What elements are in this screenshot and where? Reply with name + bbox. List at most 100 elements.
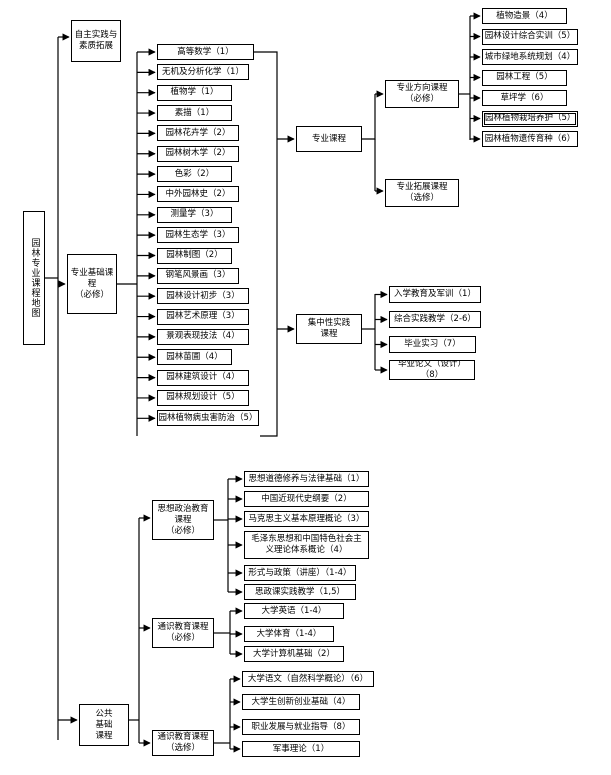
public-box: 公共 基础 课程 bbox=[79, 704, 129, 746]
practice-course-3-label: 毕业实习（7） bbox=[404, 339, 461, 349]
direction-course-2: 园林设计综合实训（5） bbox=[482, 28, 578, 45]
extension-box: 专业拓展课程 （选修） bbox=[385, 179, 459, 207]
direction-course-5-label: 草坪学（6） bbox=[500, 92, 549, 103]
basic-course-10-label: 园林生态学（3） bbox=[165, 229, 231, 240]
basic-course-18: 园林规划设计（5） bbox=[157, 389, 249, 406]
direction-course-1: 植物造景（4） bbox=[482, 8, 567, 24]
basic-course-5: 园林花卉学（2） bbox=[157, 125, 239, 142]
basic-course-19: 园林植物病虫害防治（5） bbox=[157, 410, 259, 427]
general-req-box-label: 通识教育课程 （必修） bbox=[157, 622, 209, 643]
basic-course-16: 园林苗圃（4） bbox=[157, 349, 232, 366]
basic-course-9-label: 测量学（3） bbox=[170, 209, 219, 220]
general-req-course-1: 大学英语（1-4） bbox=[244, 603, 344, 619]
ideology-course-4-label: 毛泽东思想和中国特色社会主 义理论体系概论（4） bbox=[251, 534, 362, 555]
general-opt-course-3-label: 职业发展与就业指导（8） bbox=[251, 721, 351, 732]
practice-box-label: 集中性实践 课程 bbox=[307, 318, 351, 339]
ideology-course-3: 马克思主义基本原理概论（3） bbox=[244, 511, 369, 527]
direction-course-5: 草坪学（6） bbox=[482, 90, 567, 106]
direction-course-3: 城市绿地系统规划（4） bbox=[482, 49, 578, 65]
general-opt-box: 通识教育课程 （选修） bbox=[152, 730, 214, 756]
connector-line bbox=[254, 51, 278, 437]
basic-course-1-label: 高等数学（1） bbox=[177, 46, 234, 57]
basic-course-1: 高等数学（1） bbox=[157, 44, 254, 60]
basic-course-12: 钢笔风景画（3） bbox=[157, 267, 239, 284]
root-box-label: 园林专业课程地图 bbox=[29, 238, 40, 318]
basic-course-3: 植物学（1） bbox=[157, 84, 232, 101]
basic-course-6: 园林树木学（2） bbox=[157, 145, 239, 162]
basic-course-4: 素描（1） bbox=[157, 105, 232, 122]
direction-course-1-label: 植物造景（4） bbox=[496, 10, 553, 21]
practice-course-1-label: 入学教育及军训（1） bbox=[394, 289, 476, 299]
practice-course-4: 毕业论文（设计） （8） bbox=[389, 360, 475, 380]
ideology-course-2: 中国近现代史纲要（2） bbox=[244, 491, 369, 507]
direction-course-6: 园林植物栽培养护（5） bbox=[482, 110, 578, 127]
ideology-course-6-label: 思政课实践教学（1,5） bbox=[254, 586, 346, 597]
practice-box: 集中性实践 课程 bbox=[296, 314, 362, 344]
ideology-course-2-label: 中国近现代史纲要（2） bbox=[261, 493, 352, 504]
direction-course-6-label: 园林植物栽培养护（5） bbox=[485, 113, 576, 124]
direction-box-label: 专业方向课程 （必修） bbox=[396, 83, 448, 104]
basic-course-2-label: 无机及分析化学（1） bbox=[162, 66, 244, 77]
major-box: 专业课程 bbox=[296, 126, 362, 152]
general-opt-course-4-label: 军事理论（1） bbox=[272, 743, 330, 754]
ideology-course-5-label: 形式与政策（讲座）（1-4） bbox=[248, 567, 352, 578]
general-req-course-1-label: 大学英语（1-4） bbox=[261, 605, 327, 616]
ideology-course-4: 毛泽东思想和中国特色社会主 义理论体系概论（4） bbox=[244, 531, 369, 559]
direction-course-4: 园林工程（5） bbox=[482, 69, 567, 86]
ideology-box: 思想政治教育 课程 （必修） bbox=[152, 500, 214, 540]
basic-course-15-label: 景观表现技法（4） bbox=[166, 331, 240, 342]
general-opt-course-2: 大学生创新创业基础（4） bbox=[242, 694, 360, 710]
general-opt-course-1-label: 大学语文（自然科学概论）（6） bbox=[247, 673, 369, 684]
basic-course-17-label: 园林建筑设计（4） bbox=[166, 372, 240, 383]
basic-course-7-label: 色彩（2） bbox=[174, 168, 215, 179]
practice-course-1: 入学教育及军训（1） bbox=[389, 286, 481, 303]
basic-course-19-label: 园林植物病虫害防治（5） bbox=[158, 412, 258, 423]
practice-course-3: 毕业实习（7） bbox=[389, 336, 476, 353]
direction-course-7-label: 园林植物遗传育种（6） bbox=[484, 133, 576, 144]
practice-course-2-label: 综合实践教学（2-6） bbox=[394, 314, 476, 324]
general-opt-course-2-label: 大学生创新创业基础（4） bbox=[251, 696, 351, 707]
basic-course-4-label: 素描（1） bbox=[174, 107, 215, 118]
basic-course-13: 园林设计初步（3） bbox=[157, 288, 249, 305]
basic-course-16-label: 园林苗圃（4） bbox=[166, 351, 223, 362]
general-opt-course-1: 大学语文（自然科学概论）（6） bbox=[242, 671, 374, 687]
ideology-course-5: 形式与政策（讲座）（1-4） bbox=[244, 565, 356, 581]
basic-course-11: 园林制图（2） bbox=[157, 247, 232, 264]
general-opt-course-4: 军事理论（1） bbox=[242, 741, 360, 757]
basic-course-14-label: 园林艺术原理（3） bbox=[166, 311, 240, 322]
general-req-box: 通识教育课程 （必修） bbox=[152, 618, 214, 648]
basic-course-13-label: 园林设计初步（3） bbox=[166, 290, 240, 301]
basic-course-8-label: 中外园林史（2） bbox=[165, 188, 231, 199]
basic-box: 专业基础课程 （必修） bbox=[67, 254, 117, 314]
general-req-course-3-label: 大学计算机基础（2） bbox=[253, 648, 335, 659]
basic-course-6-label: 园林树木学（2） bbox=[165, 148, 231, 159]
direction-course-3-label: 城市绿地系统规划（4） bbox=[484, 51, 576, 62]
general-req-course-2-label: 大学体育（1-4） bbox=[256, 628, 322, 639]
direction-box: 专业方向课程 （必修） bbox=[385, 80, 459, 108]
basic-course-17: 园林建筑设计（4） bbox=[157, 369, 249, 386]
basic-course-14: 园林艺术原理（3） bbox=[157, 308, 249, 325]
basic-course-15: 景观表现技法（4） bbox=[157, 328, 249, 345]
direction-course-4-label: 园林工程（5） bbox=[496, 72, 553, 82]
general-opt-box-label: 通识教育课程 （选修） bbox=[157, 732, 209, 753]
basic-course-9: 测量学（3） bbox=[157, 206, 232, 223]
general-req-course-2: 大学体育（1-4） bbox=[244, 626, 334, 642]
connector-line bbox=[362, 94, 376, 140]
ideology-course-1-label: 思想道德修养与法律基础（1） bbox=[248, 473, 365, 484]
basic-course-7: 色彩（2） bbox=[157, 166, 232, 183]
basic-course-10: 园林生态学（3） bbox=[157, 227, 239, 244]
basic-course-8: 中外园林史（2） bbox=[157, 186, 239, 203]
general-req-course-3: 大学计算机基础（2） bbox=[244, 646, 344, 662]
direction-course-7: 园林植物遗传育种（6） bbox=[482, 131, 578, 147]
root-box: 园林专业课程地图 bbox=[23, 211, 45, 345]
basic-course-11-label: 园林制图（2） bbox=[166, 250, 223, 260]
basic-course-3-label: 植物学（1） bbox=[170, 87, 219, 98]
extension-box-label: 专业拓展课程 （选修） bbox=[396, 182, 448, 203]
direction-course-2-label: 园林设计综合实训（5） bbox=[484, 31, 576, 41]
major-box-label: 专业课程 bbox=[311, 133, 346, 144]
general-opt-course-3: 职业发展与就业指导（8） bbox=[242, 719, 360, 735]
basic-box-label: 专业基础课程 （必修） bbox=[70, 267, 114, 300]
basic-course-5-label: 园林花卉学（2） bbox=[165, 127, 231, 138]
practice-course-4-label: 毕业论文（设计） （8） bbox=[397, 360, 466, 380]
